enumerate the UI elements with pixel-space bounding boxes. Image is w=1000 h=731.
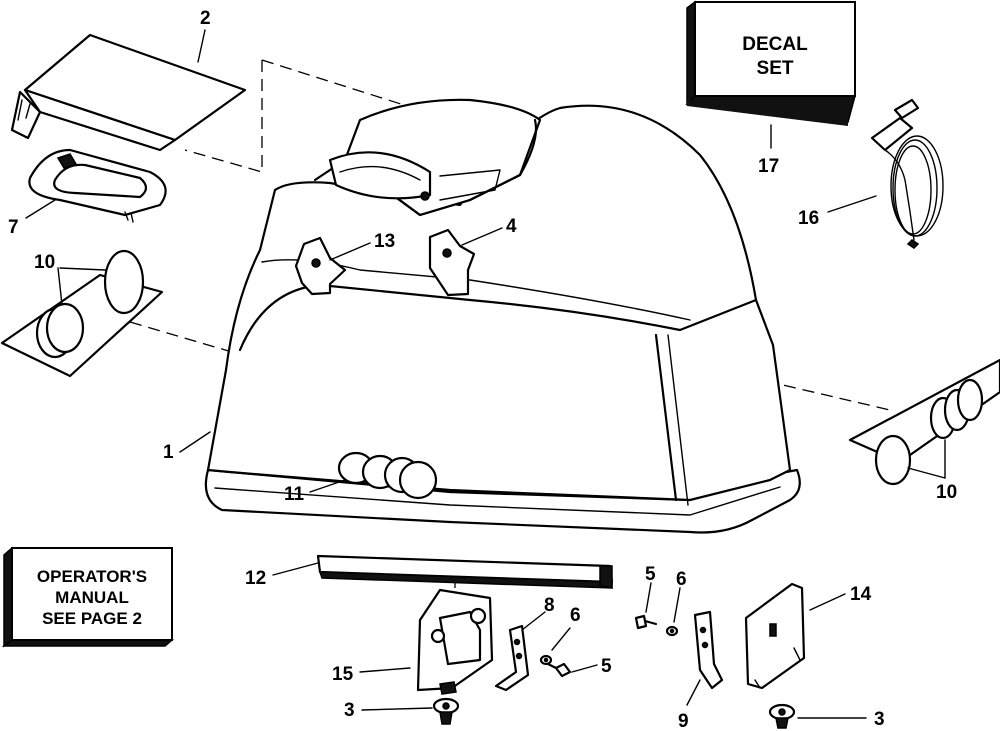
decal-sheets-right — [848, 358, 1000, 486]
bracket-8-part — [494, 624, 530, 692]
manual-label-line3: SEE PAGE 2 — [42, 609, 142, 628]
latch-plate-part — [744, 582, 806, 690]
seal-strip-part — [316, 554, 614, 589]
leader-lines — [25, 29, 946, 719]
decal-set-label-line1: DECAL — [742, 34, 808, 55]
callout-2: 2 — [200, 8, 211, 29]
bracket-13-part — [294, 236, 347, 296]
operators-manual-box: OPERATOR'S MANUAL SEE PAGE 2 — [1, 546, 175, 648]
callout-10-left: 10 — [34, 252, 55, 273]
callout-3-right: 3 — [874, 709, 885, 730]
manual-label-line1: OPERATOR'S — [37, 567, 147, 586]
grommet-left-part — [432, 697, 460, 725]
callout-15: 15 — [332, 664, 354, 685]
callout-numbers: 2 7 10 13 4 17 16 1 11 10 12 5 6 8 6 5 1… — [8, 8, 957, 731]
callout-13: 13 — [374, 231, 395, 252]
callout-14: 14 — [850, 584, 872, 605]
latch-assembly-part — [416, 588, 494, 695]
bracket-9-part — [693, 610, 724, 690]
decal-set-box: DECAL SET — [685, 0, 856, 126]
manual-label-line2: MANUAL — [55, 588, 129, 607]
callout-10-right: 10 — [936, 482, 957, 503]
callout-3-left: 3 — [344, 700, 355, 721]
callout-12: 12 — [245, 568, 266, 589]
callout-4: 4 — [506, 216, 517, 237]
callout-8: 8 — [544, 595, 555, 616]
callout-17: 17 — [758, 156, 779, 177]
intake-frame-part — [28, 148, 167, 223]
bracket-4-part — [428, 228, 476, 297]
decal-sheets-left — [0, 249, 164, 378]
callout-11: 11 — [284, 484, 305, 505]
callout-5-bottom: 5 — [601, 656, 612, 677]
grommet-right-part — [768, 703, 796, 729]
callout-9: 9 — [678, 711, 689, 731]
lanyard-part — [870, 98, 944, 249]
callout-16: 16 — [798, 208, 819, 229]
callout-7: 7 — [8, 217, 19, 238]
callout-1: 1 — [163, 442, 174, 463]
callout-6-bottom: 6 — [570, 605, 581, 626]
engine-cover-part — [204, 98, 801, 534]
fasteners-part — [539, 614, 679, 678]
callout-6-top: 6 — [676, 569, 687, 590]
hood-cover-part — [10, 33, 247, 152]
cover-decals-part — [337, 451, 438, 500]
callout-5-top: 5 — [645, 564, 656, 585]
decal-set-label-line2: SET — [757, 58, 794, 79]
